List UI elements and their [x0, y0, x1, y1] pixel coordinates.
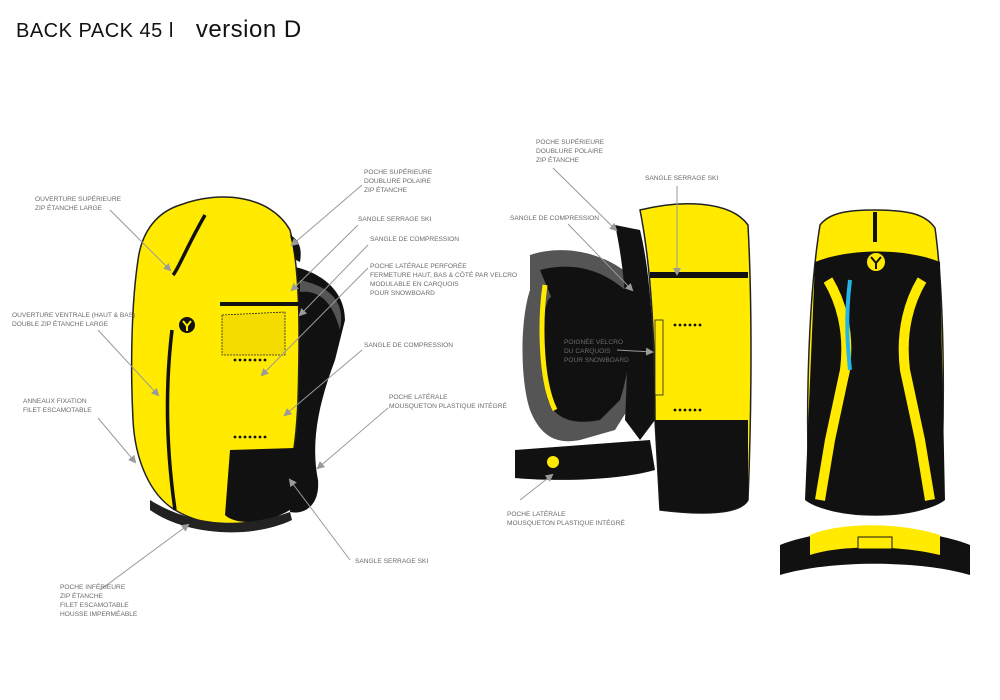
label-poche-laterale-perforee: POCHE LATÉRALE PERFORÉE FERMETURE HAUT, B…: [370, 262, 517, 298]
label-line: POCHE LATÉRALE: [507, 511, 566, 518]
label-line: POIGNÉE VELCRO: [564, 339, 623, 346]
label-ouverture-superieure: OUVERTURE SUPÉRIEURE ZIP ÉTANCHE LARGE: [35, 195, 121, 213]
label-line: SANGLE SERRAGE SKI: [645, 175, 719, 182]
label-poche-laterale-2: POCHE LATÉRALE MOUSQUETON PLASTIQUE INTÉG…: [507, 510, 625, 528]
label-line: OUVERTURE VENTRALE (HAUT & BAS): [12, 312, 136, 319]
label-line: HOUSSE IMPERMÉABLE: [60, 611, 138, 618]
label-poche-inferieure: POCHE INFÉRIEURE ZIP ÉTANCHE FILET ESCAMOT…: [60, 583, 137, 619]
label-line: SANGLE DE COMPRESSION: [510, 215, 600, 222]
label-line: SANGLE DE COMPRESSION: [370, 236, 460, 243]
label-line: POUR SNOWBOARD: [370, 290, 435, 297]
label-line: POCHE INFÉRIEURE: [60, 584, 126, 591]
label-line: FERMETURE HAUT, BAS & CÔTÉ PAR VELCRO: [370, 272, 518, 279]
label-poche-superieure-2: POCHE SUPÉRIEURE DOUBLURE POLAIRE ZIP ÉTAN…: [536, 138, 604, 165]
label-line: MOUSQUETON PLASTIQUE INTÉGRÉ: [389, 403, 507, 410]
label-line: POCHE SUPÉRIEURE: [364, 169, 433, 176]
label-ouverture-ventrale: OUVERTURE VENTRALE (HAUT & BAS) DOUBLE ZI…: [12, 311, 135, 329]
label-line: DOUBLURE POLAIRE: [536, 148, 604, 155]
label-line: POUR SNOWBOARD: [564, 357, 629, 364]
page-title: BACK PACK 45 l version D: [16, 16, 302, 44]
backpack-side-view: [515, 203, 752, 514]
label-line: SANGLE DE COMPRESSION: [364, 342, 454, 349]
label-sangle-compression-3: SANGLE DE COMPRESSION: [510, 214, 599, 223]
label-line: ZIP ÉTANCHE: [60, 593, 103, 600]
label-sangle-compression-2: SANGLE DE COMPRESSION: [364, 341, 453, 350]
label-poche-laterale-1: POCHE LATÉRALE MOUSQUETON PLASTIQUE INTÉG…: [389, 393, 507, 411]
label-sangle-serrage-ski-3: SANGLE SERRAGE SKI: [645, 174, 718, 183]
label-sangle-serrage-ski-2: SANGLE SERRAGE SKI: [355, 557, 428, 566]
title-version: version D: [195, 16, 302, 43]
label-line: ZIP ÉTANCHE: [536, 157, 579, 164]
backpack-front-view: [130, 196, 345, 533]
label-line: ZIP ÉTANCHE LARGE: [35, 205, 103, 212]
label-poche-superieure-1: POCHE SUPÉRIEURE DOUBLURE POLAIRE ZIP ÉTAN…: [364, 168, 432, 195]
label-line: SANGLE SERRAGE SKI: [358, 216, 432, 223]
label-line: MOUSQUETON PLASTIQUE INTÉGRÉ: [507, 520, 625, 527]
leader-lines: [97, 167, 681, 591]
label-anneaux-fixation: ANNEAUX FIXATION FILET ESCAMOTABLE: [23, 397, 92, 415]
label-line: DOUBLE ZIP ÉTANCHE LARGE: [12, 321, 109, 328]
label-line: FILET ESCAMOTABLE: [60, 602, 129, 609]
label-line: MODULABLE EN CARQUOIS: [370, 281, 459, 288]
label-line: FILET ESCAMOTABLE: [23, 407, 92, 414]
label-line: DOUBLURE POLAIRE: [364, 178, 432, 185]
label-line: POCHE SUPÉRIEURE: [536, 139, 605, 146]
label-line: DU CARQUOIS: [564, 348, 611, 355]
label-sangle-serrage-ski-1: SANGLE SERRAGE SKI: [358, 215, 431, 224]
label-line: POCHE LATÉRALE: [389, 394, 448, 401]
label-line: SANGLE SERRAGE SKI: [355, 558, 429, 565]
title-main: BACK PACK 45 l: [16, 20, 174, 42]
label-line: OUVERTURE SUPÉRIEURE: [35, 196, 121, 203]
label-sangle-compression-1: SANGLE DE COMPRESSION: [370, 235, 459, 244]
label-line: ZIP ÉTANCHE: [364, 187, 407, 194]
backpack-back-view: [780, 209, 970, 575]
label-poignee-velcro: POIGNÉE VELCRO DU CARQUOIS POUR SNOWBOARD: [564, 338, 629, 365]
label-line: ANNEAUX FIXATION: [23, 398, 87, 405]
label-line: POCHE LATÉRALE PERFORÉE: [370, 263, 467, 270]
